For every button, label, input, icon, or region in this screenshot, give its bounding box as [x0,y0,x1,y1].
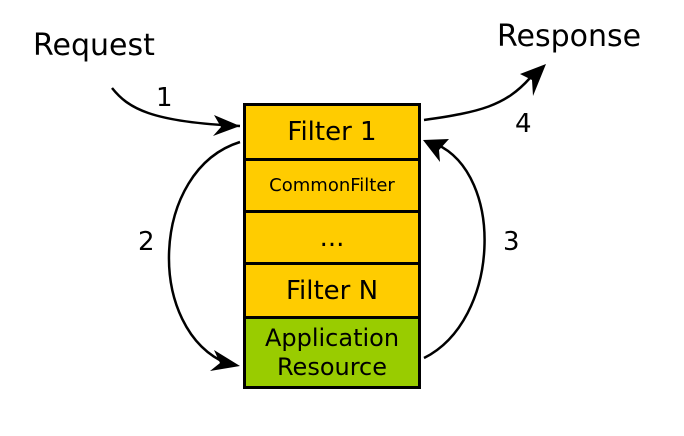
response-label: Response [497,19,642,54]
ellipsis-label: ... [319,222,345,253]
filter-n-box: Filter N [243,262,421,319]
common-filter-label: CommonFilter [269,175,395,196]
filter-n-label: Filter N [285,275,379,306]
application-resource-line1: Application [264,323,400,352]
filter-chain-stack: Filter 1 CommonFilter ... Filter N Appli… [243,103,421,389]
arrowhead-4 [520,64,546,96]
arrow-request-to-filter1 [111,87,241,128]
arrow-filter1-to-resource [167,140,241,366]
arrowhead-3 [423,139,449,162]
step-2-label: 2 [138,227,155,257]
arrowhead-1 [213,115,240,136]
arrowhead-2 [210,350,240,371]
filter-1-label: Filter 1 [287,117,377,147]
step-3-label: 3 [503,227,520,257]
application-resource-line2: Resource [276,352,388,381]
ellipsis-box: ... [243,210,421,265]
filter-1-box: Filter 1 [243,103,421,161]
arrow-resource-to-filter1 [423,142,486,360]
step-1-label: 1 [156,83,173,113]
step-4-label: 4 [515,109,532,139]
common-filter-box: CommonFilter [243,158,421,213]
arrow-filter1-to-response [423,77,531,122]
request-label: Request [33,28,155,63]
application-resource-box: Application Resource [243,316,421,389]
